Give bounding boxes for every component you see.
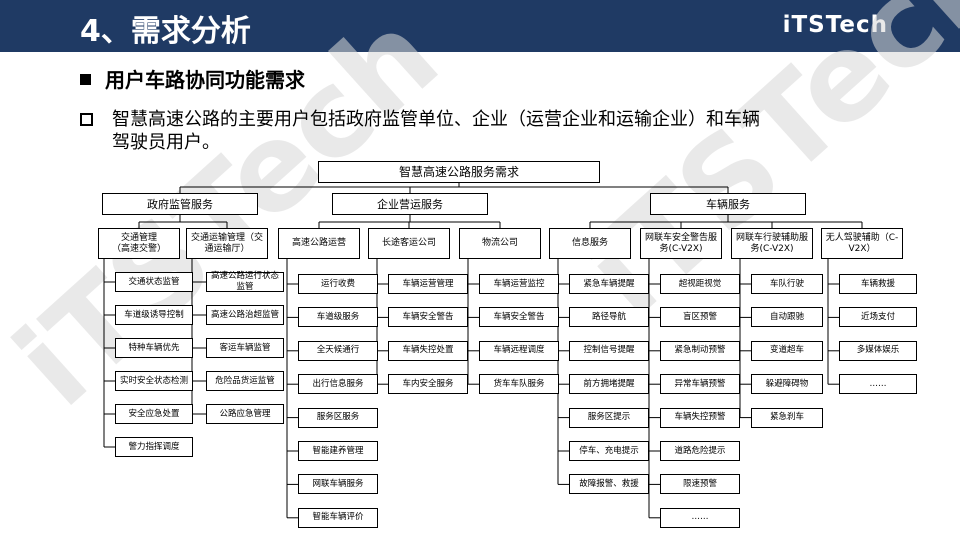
section-heading-text: 用户车路协同功能需求: [105, 68, 305, 92]
leaf-box: 智能建养管理: [298, 441, 378, 461]
branch-box: 车辆服务: [650, 193, 806, 215]
group-box: 无人驾驶辅助（C-V2X）: [821, 228, 903, 259]
leaf-box: 车辆失控处置: [388, 340, 468, 361]
leaf-box: 躲避障碍物: [751, 374, 823, 395]
leaf-box: 高速公路运行状态监管: [206, 271, 284, 292]
group-box: 网联车安全警告服务(C-V2X): [640, 228, 722, 259]
leaf-box: 紧急制动预警: [660, 340, 740, 361]
leaf-box: 服务区提示: [569, 407, 649, 428]
tree-root: 智慧高速公路服务需求: [318, 161, 600, 183]
leaf-box: 紧急车辆提醒: [569, 274, 649, 294]
leaf-box: 安全应急处置: [115, 404, 193, 424]
leaf-box: 紧急刹车: [751, 407, 823, 428]
leaf-box: 变道超车: [751, 340, 823, 361]
leaf-box: 车道级服务: [298, 307, 378, 328]
leaf-box: 实时安全状态检测: [115, 371, 193, 391]
leaf-box: 车道级诱导控制: [115, 305, 193, 325]
leaf-box: 近场支付: [839, 307, 917, 328]
leaf-box: 多媒体娱乐: [839, 340, 917, 361]
leaf-box: 车辆救援: [839, 274, 917, 294]
leaf-box: 货车车队服务: [479, 374, 559, 395]
leaf-box: 车辆安全警告: [388, 307, 468, 328]
leaf-box: 特种车辆优先: [115, 338, 193, 358]
leaf-box: 道路危险提示: [660, 441, 740, 461]
leaf-box: 车辆运营管理: [388, 274, 468, 294]
leaf-box: 网联车辆服务: [298, 474, 378, 495]
leaf-box: 车辆远程调度: [479, 340, 559, 361]
leaf-box: 车辆运营监控: [479, 274, 559, 294]
leaf-box: 车内安全服务: [388, 374, 468, 395]
leaf-box: 车辆安全警告: [479, 307, 559, 328]
leaf-box: 高速公路治超监管: [206, 305, 284, 325]
leaf-box: 警力指挥调度: [115, 437, 193, 457]
leaf-box: 公路应急管理: [206, 404, 284, 424]
slide-title: 4、需求分析: [80, 14, 251, 49]
leaf-box: 服务区服务: [298, 407, 378, 428]
paragraph-line-2: 驾驶员用户。: [112, 132, 220, 153]
hollow-square-bullet-icon: [80, 113, 93, 126]
leaf-box: 交通状态监管: [115, 272, 193, 292]
brand-logo: iTSTech: [782, 12, 888, 38]
leaf-box: 超视距视觉: [660, 274, 740, 294]
group-box: 物流公司: [459, 228, 541, 259]
section-heading: 用户车路协同功能需求: [80, 64, 305, 93]
group-box: 长途客运公司: [368, 228, 450, 259]
leaf-box: 全天候通行: [298, 340, 378, 361]
group-box: 交通运输管理（交通运输厅）: [186, 228, 268, 259]
branch-box: 政府监管服务: [102, 193, 258, 215]
leaf-box: 出行信息服务: [298, 374, 378, 395]
group-box: 交通管理 （高速交警）: [98, 228, 180, 259]
leaf-box: 运行收费: [298, 274, 378, 294]
leaf-box: 停车、充电提示: [569, 441, 649, 461]
paragraph-line-1: 智慧高速公路的主要用户包括政府监管单位、企业（运营企业和运输企业）和车辆: [112, 109, 760, 130]
leaf-box: 客运车辆监管: [206, 338, 284, 358]
filled-square-bullet-icon: [80, 74, 91, 85]
leaf-box: 盲区预警: [660, 307, 740, 328]
section-paragraph: 智慧高速公路的主要用户包括政府监管单位、企业（运营企业和运输企业）和车辆 驾驶员…: [80, 108, 920, 154]
leaf-box: 控制信号提醒: [569, 340, 649, 361]
group-box: 高速公路运营: [278, 228, 360, 259]
leaf-box: 异常车辆预警: [660, 374, 740, 395]
group-box: 网联车行驶辅助服务(C-V2X): [731, 228, 813, 259]
leaf-box: 路径导航: [569, 307, 649, 328]
group-box: 信息服务: [549, 228, 631, 259]
leaf-box: 故障报警、救援: [569, 474, 649, 495]
leaf-box: ……: [839, 374, 917, 395]
leaf-box: 限速预警: [660, 474, 740, 495]
leaf-box: 智能车辆评价: [298, 507, 378, 528]
leaf-box: ……: [660, 507, 740, 528]
leaf-box: 车队行驶: [751, 274, 823, 294]
leaf-box: 自动跟驰: [751, 307, 823, 328]
leaf-box: 前方拥堵提醒: [569, 374, 649, 395]
leaf-box: 车辆失控预警: [660, 407, 740, 428]
branch-box: 企业营运服务: [332, 193, 488, 215]
leaf-box: 危险品货运监管: [206, 371, 284, 391]
title-bar: 4、需求分析 iTSTech: [0, 0, 960, 52]
